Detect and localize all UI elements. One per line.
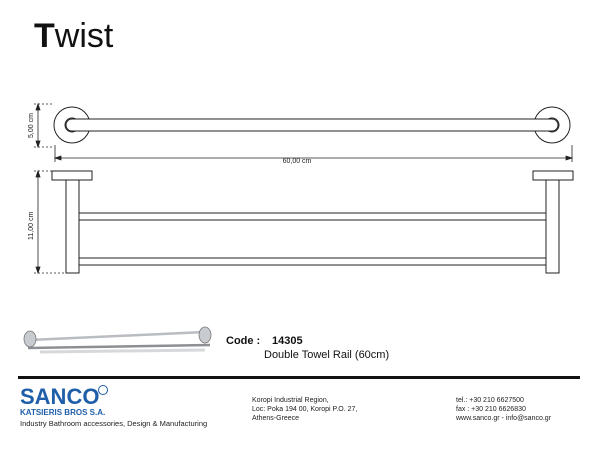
company-address: Koropi Industrial Region, Loc: Poka 194 … <box>252 396 357 423</box>
company-contact: tel.: +30 210 6627500 fax : +30 210 6626… <box>456 396 551 423</box>
photo-reflection <box>39 348 206 354</box>
brand-registered-icon <box>98 385 108 395</box>
address-line: Koropi Industrial Region, <box>252 397 329 404</box>
product-title: Twist <box>34 16 113 56</box>
address-line: Loc: Poka 194 00, Koropi P.O. 27, <box>252 406 358 413</box>
title-rest: wist <box>54 17 114 55</box>
lower-rail <box>78 257 547 266</box>
product-photo <box>20 320 215 362</box>
width-label: 60,00 cm <box>283 158 312 165</box>
photo-right-flange <box>198 326 212 344</box>
height-top-label: 5,00 cm <box>28 113 35 138</box>
photo-left-flange <box>23 330 37 348</box>
brand-logo: SANCO <box>20 384 100 409</box>
contact-tel: tel.: +30 210 6627500 <box>456 397 524 404</box>
code-label: Code : <box>226 335 261 347</box>
photo-upper-bar <box>29 330 206 342</box>
product-description: Double Towel Rail (60cm) <box>264 349 390 361</box>
right-wall-plate <box>532 170 574 181</box>
height-top-dimension <box>34 102 52 149</box>
top-rail-bar <box>65 118 559 132</box>
footer-divider <box>18 376 580 379</box>
title-first-letter: T <box>34 17 55 55</box>
product-code-block: Code : 14305 Double Towel Rail (60cm) <box>226 334 389 361</box>
left-bracket <box>65 179 80 274</box>
company-tagline: Industry Bathroom accessories, Design & … <box>20 419 208 428</box>
code-value: 14305 <box>272 335 303 347</box>
contact-fax: fax : +30 210 6626830 <box>456 406 526 413</box>
height-side-dimension <box>34 169 66 275</box>
address-line: Athens-Greece <box>252 415 300 422</box>
top-view <box>53 106 571 144</box>
upper-rail <box>78 212 547 221</box>
height-side-label: 11,00 cm <box>28 212 35 240</box>
right-bracket <box>545 179 560 274</box>
contact-web-email[interactable]: www.sanco.gr - info@sanco.gr <box>456 415 552 422</box>
width-dimension <box>53 145 574 162</box>
left-wall-plate <box>51 170 93 181</box>
photo-lower-bar <box>27 343 211 350</box>
company-name: KATSIERIS BROS S.A. <box>20 408 106 417</box>
front-view <box>51 170 574 274</box>
